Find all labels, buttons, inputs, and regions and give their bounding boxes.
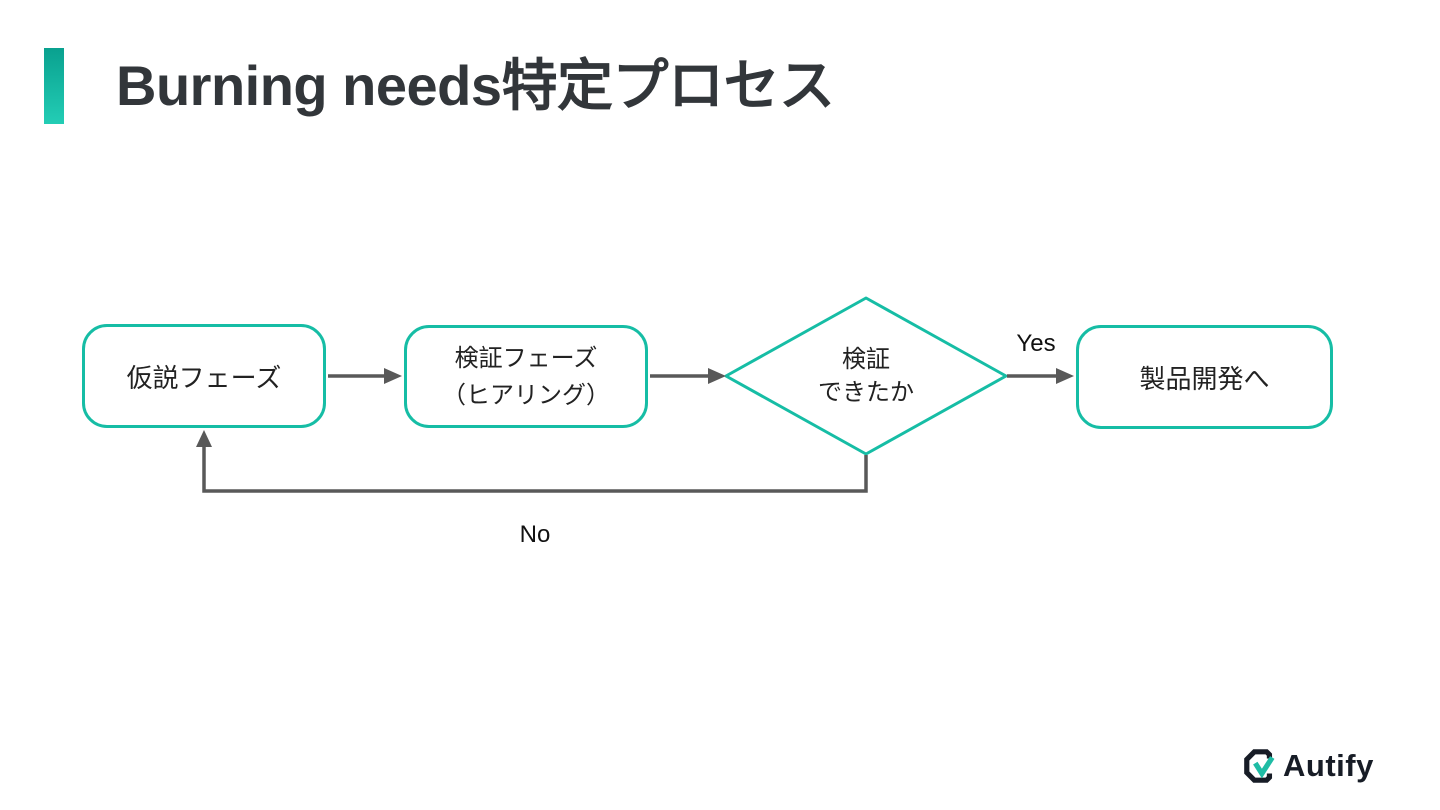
edge-label-no: No [519, 521, 551, 548]
page-title: Burning needs特定プロセス [116, 54, 835, 117]
title-accent-bar [44, 48, 64, 124]
edge-decision-to-hypothesis-no [196, 430, 868, 493]
node-label-line2: （ヒアリング） [442, 381, 610, 409]
autify-hexagon-check-icon [1244, 749, 1275, 783]
node-label: 仮説フェーズ [126, 362, 282, 393]
edge-hypothesis-to-verification [328, 368, 402, 384]
node-label-line2: できたか [818, 379, 914, 406]
flow-node-hypothesis: 仮説フェーズ [82, 324, 326, 428]
edge-decision-to-product-yes [1007, 368, 1074, 384]
node-label-line1: 検証 [842, 346, 890, 373]
edge-verification-to-decision [650, 368, 726, 384]
arrowhead-icon [384, 368, 402, 384]
arrowhead-icon [708, 368, 726, 384]
logo-wordmark: Autify [1283, 748, 1374, 783]
arrowhead-icon [1056, 368, 1074, 384]
flow-node-verification: 検証フェーズ （ヒアリング） [404, 325, 648, 428]
flow-node-decision-label: 検証 できたか [766, 343, 966, 409]
checkmark-icon [1253, 756, 1275, 779]
arrowhead-icon [196, 430, 212, 447]
edge-label-yes: Yes [1016, 330, 1056, 357]
node-label-line1: 検証フェーズ [454, 344, 598, 372]
autify-logo: Autify [1243, 746, 1374, 786]
flow-node-product-development: 製品開発へ [1076, 325, 1333, 429]
node-label: 製品開発へ [1139, 363, 1270, 394]
decision-diamond-shape [724, 296, 1008, 456]
